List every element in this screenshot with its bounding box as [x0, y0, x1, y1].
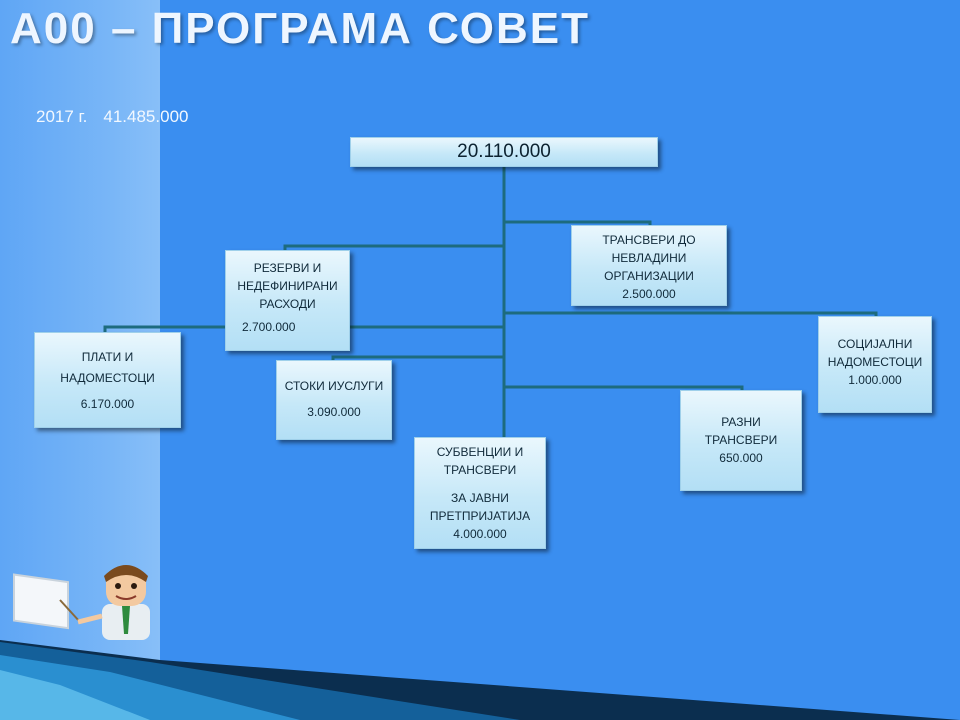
- node-label: СОЦИЈАЛНИ: [837, 337, 913, 351]
- node-goods: СТОКИ ИУСЛУГИ 3.090.000: [276, 360, 392, 440]
- subtitle-total: 41.485.000: [103, 107, 189, 126]
- connector-salaries: [103, 325, 504, 333]
- connector-social: [504, 311, 878, 317]
- node-label: ТРАНСВЕРИ: [443, 463, 517, 477]
- node-misc-transfers: РАЗНИ ТРАНСВЕРИ 650.000: [680, 390, 802, 491]
- node-label: ЗА ЈАВНИ: [451, 491, 509, 505]
- connector-goods: [331, 355, 504, 361]
- subtitle: 2017 г. 41.485.000: [36, 107, 204, 127]
- page-title: А00 – ПРОГРАМА СОВЕТ: [10, 4, 591, 53]
- node-value: 2.500.000: [622, 287, 676, 301]
- node-label: РЕЗЕРВИ И: [253, 261, 322, 275]
- connector-misc: [504, 385, 744, 391]
- node-subsidies: СУБВЕНЦИИ И ТРАНСВЕРИ ЗА ЈАВНИ ПРЕТПРИЈА…: [414, 437, 546, 549]
- node-label: РАСХОДИ: [259, 297, 316, 311]
- subtitle-year: 2017 г.: [36, 107, 88, 126]
- node-reserves: РЕЗЕРВИ И НЕДЕФИНИРАНИ РАСХОДИ 2.700.000: [225, 250, 350, 351]
- node-value: 6.170.000: [80, 397, 135, 411]
- node-ngo-transfers: ТРАНСВЕРИ ДО НЕВЛАДИНИ ОРГАНИЗАЦИИ 2.500…: [571, 225, 727, 306]
- node-label: НЕВЛАДИНИ: [611, 251, 687, 265]
- node-label: ТРАНСВЕРИ: [704, 433, 778, 447]
- node-label: ОРГАНИЗАЦИИ: [604, 269, 694, 283]
- node-label: НАДОМЕСТОЦИ: [827, 355, 923, 369]
- node-label: СУБВЕНЦИИ И: [436, 445, 524, 459]
- node-social: СОЦИЈАЛНИ НАДОМЕСТОЦИ 1.000.000: [818, 316, 932, 413]
- presenter-illustration: [13, 565, 150, 640]
- node-label: ТРАНСВЕРИ ДО: [602, 233, 696, 247]
- node-value: 2.700.000: [242, 320, 296, 334]
- root-node: 20.110.000: [350, 137, 658, 167]
- node-label: НАДОМЕСТОЦИ: [60, 371, 155, 385]
- root-value: 20.110.000: [457, 141, 551, 162]
- node-label: РАЗНИ: [721, 415, 761, 429]
- connector-ngo: [504, 220, 652, 226]
- node-value: 650.000: [719, 451, 763, 465]
- node-label: НЕДЕФИНИРАНИ: [237, 279, 338, 293]
- node-value: 3.090.000: [307, 405, 361, 419]
- floor-decoration: [0, 640, 960, 720]
- presenter-person-icon: [77, 565, 150, 640]
- node-value: 1.000.000: [848, 373, 902, 387]
- whiteboard-icon: [13, 573, 81, 630]
- connector-reserves: [283, 244, 504, 251]
- node-label: СТОКИ ИУСЛУГИ: [284, 379, 384, 393]
- node-salaries: ПЛАТИ И НАДОМЕСТОЦИ 6.170.000: [34, 332, 181, 428]
- node-label: ПРЕТПРИЈАТИЈА: [429, 509, 531, 523]
- node-value: 4.000.000: [453, 527, 507, 541]
- node-label: ПЛАТИ И: [81, 350, 134, 364]
